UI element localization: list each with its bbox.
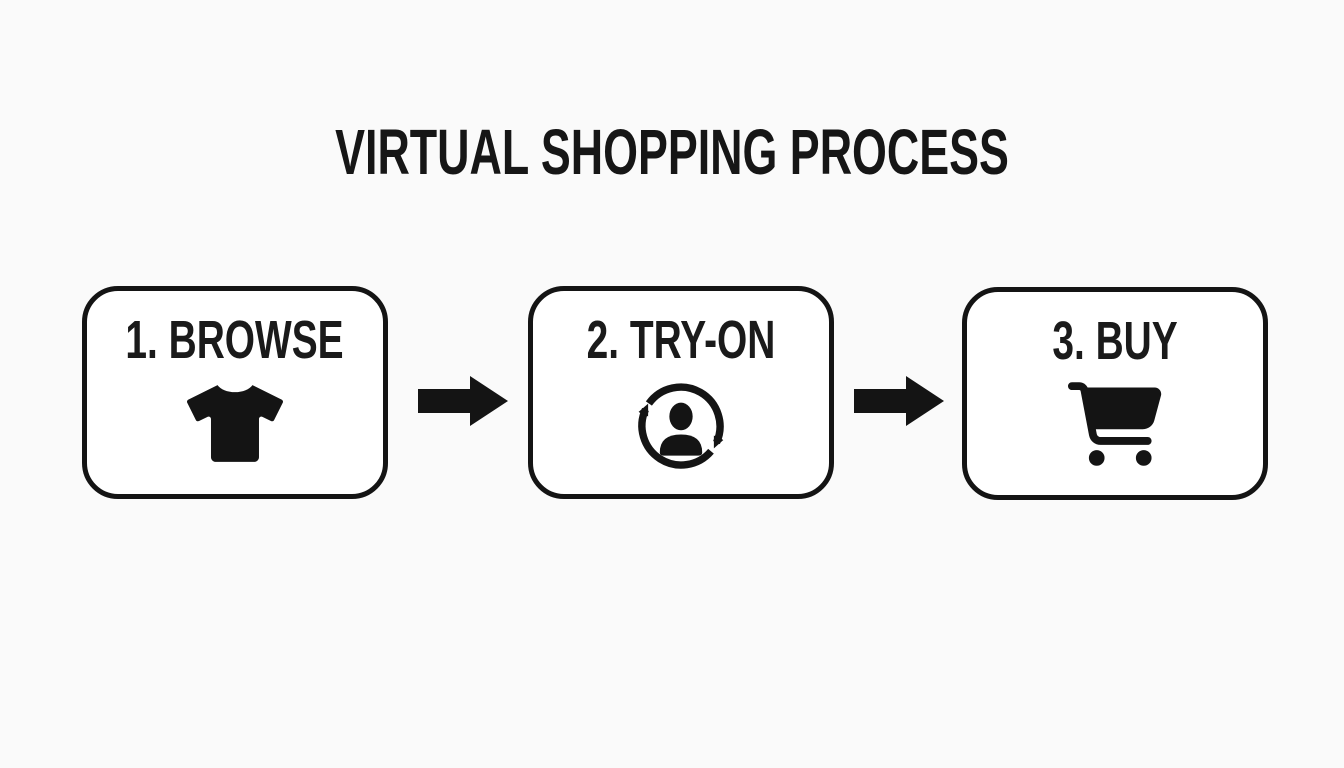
step-label: 3. BUY <box>1052 311 1178 371</box>
tshirt-icon <box>187 385 283 462</box>
arrow-right-icon <box>418 376 508 426</box>
step-box-buy: 3. BUY <box>962 287 1268 500</box>
step-box-tryon: 2. TRY-ON <box>528 286 834 499</box>
shopping-cart-icon <box>1068 382 1162 466</box>
arrow-right-icon <box>854 376 944 426</box>
step-box-browse: 1. BROWSE <box>82 286 388 499</box>
virtual-tryon-icon <box>638 383 724 469</box>
step-label: 2. TRY-ON <box>586 310 776 370</box>
step-label: 1. BROWSE <box>125 310 345 370</box>
page-title: VIRTUAL SHOPPING PROCESS <box>335 116 1009 188</box>
